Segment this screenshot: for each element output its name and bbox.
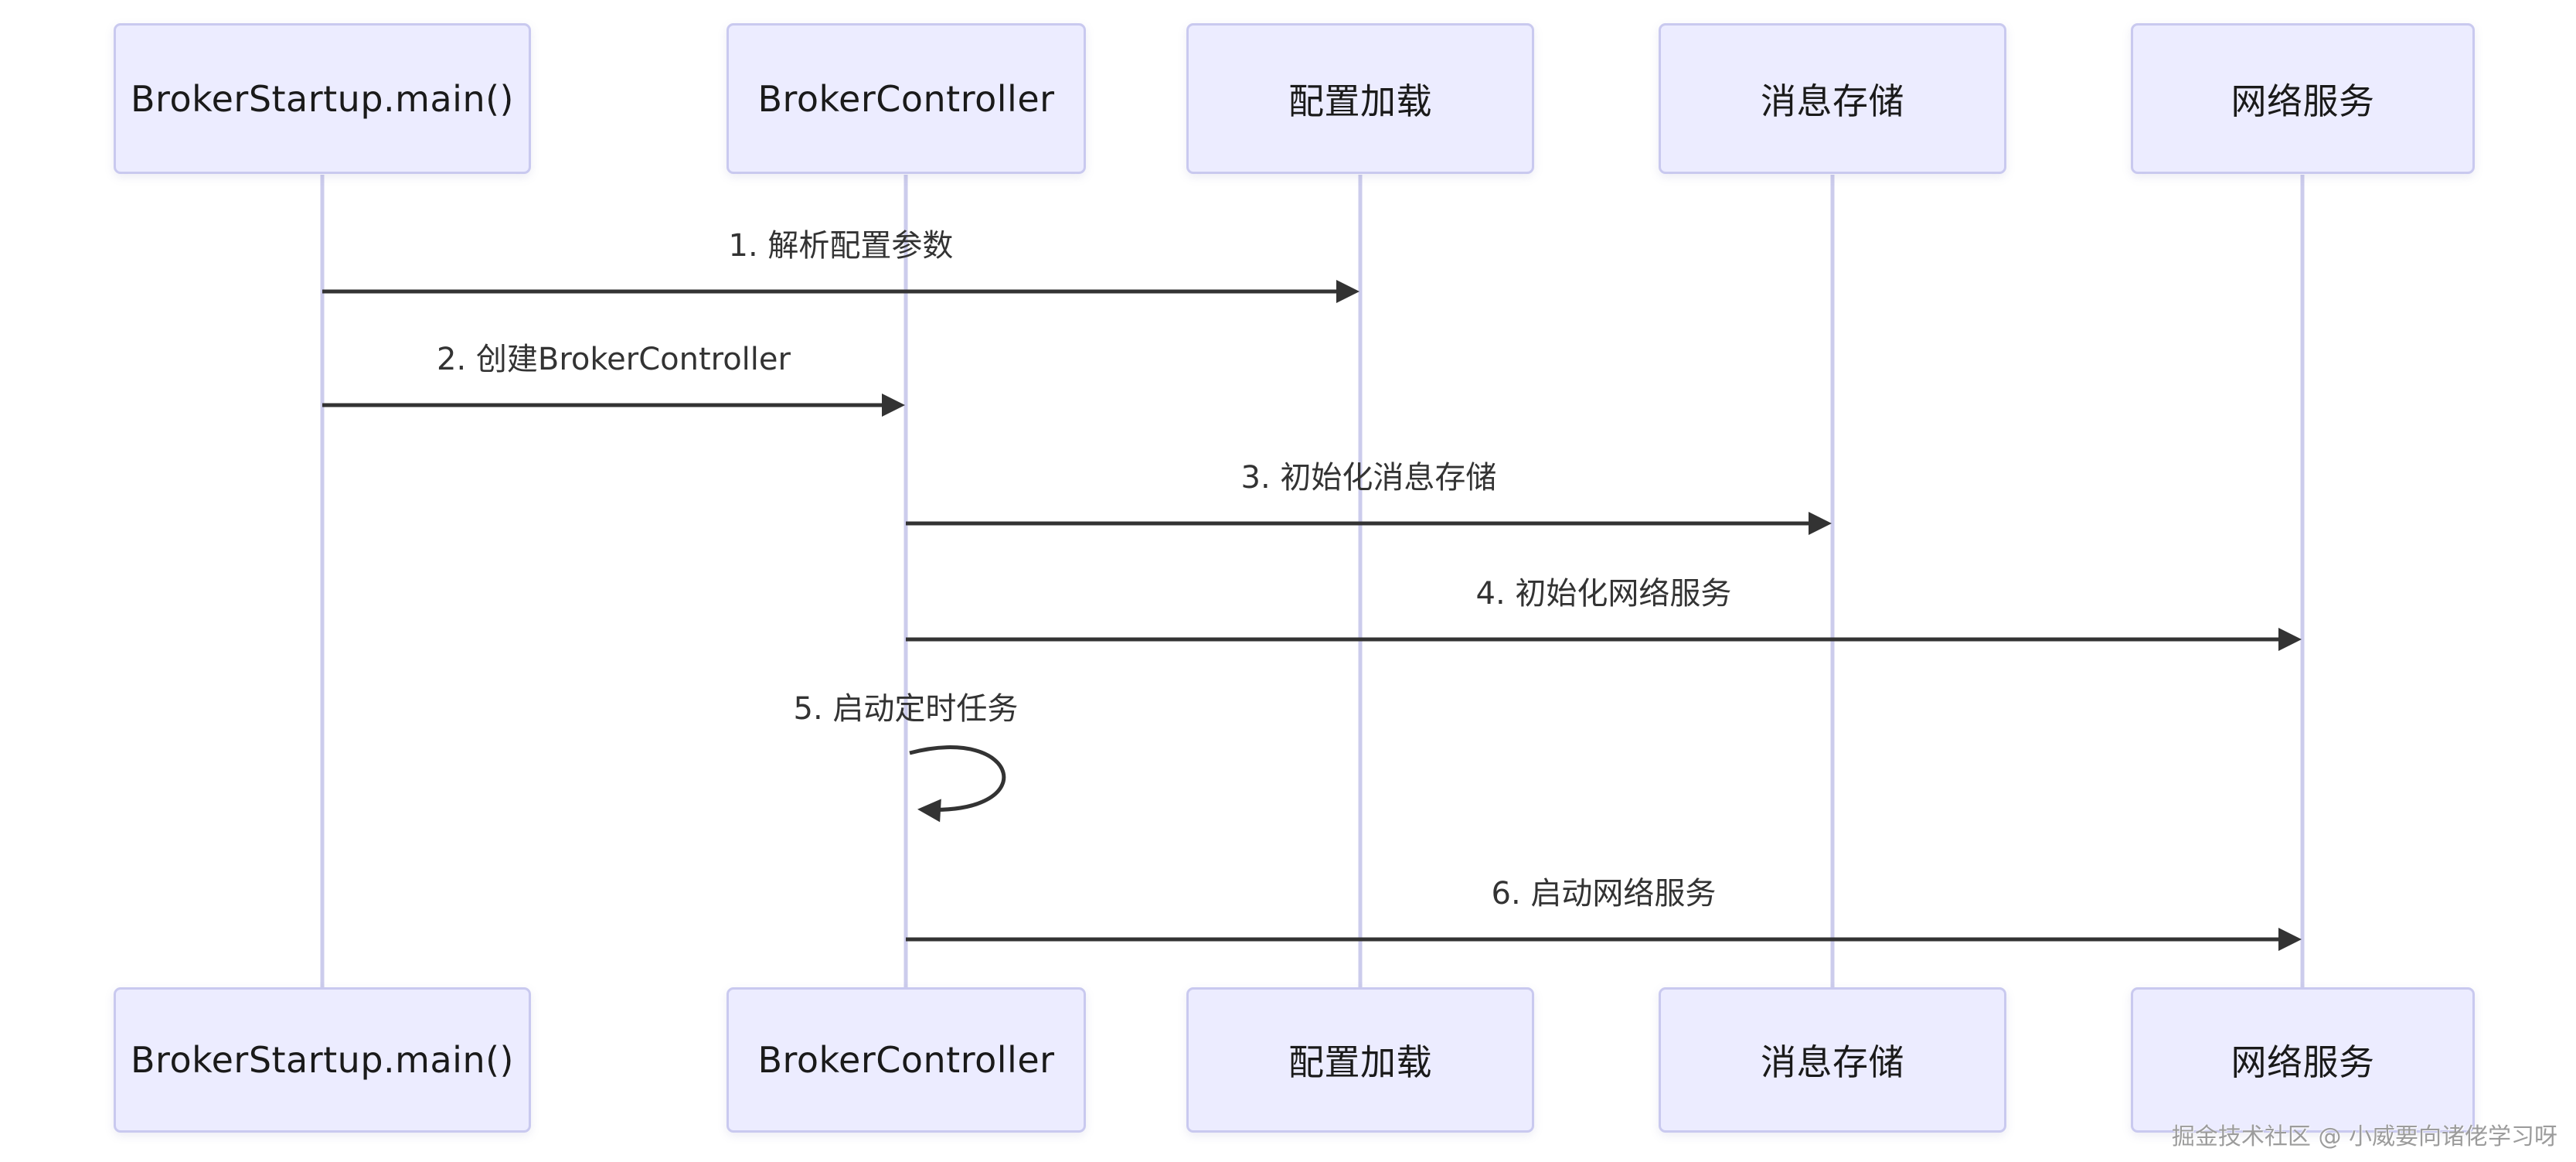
watermark-text: 掘金技术社区 @ 小威要向诸佬学习呀: [2171, 1123, 2557, 1150]
message-label-4: 4. 初始化网络服务: [1475, 576, 1732, 612]
actor-bottom-broker-startup: BrokerStartup.main(): [114, 987, 531, 1133]
message-label-3: 3. 初始化消息存储: [1240, 460, 1497, 496]
actor-label: 配置加载: [1288, 1041, 1432, 1083]
actor-top-broker-controller: BrokerController: [727, 23, 1086, 174]
message-label-1: 1. 解析配置参数: [728, 228, 954, 264]
actor-top-config-loader: 配置加载: [1186, 23, 1534, 174]
actor-label: BrokerController: [757, 77, 1055, 120]
message-arrow-5-self-loop: [909, 745, 1006, 823]
message-label-6: 6. 启动网络服务: [1491, 876, 1717, 912]
actor-top-broker-startup: BrokerStartup.main(): [114, 23, 531, 174]
actor-label: 网络服务: [2231, 1041, 2375, 1083]
actor-label: BrokerStartup.main(): [131, 1039, 514, 1081]
actor-bottom-network-service: 网络服务: [2131, 987, 2475, 1133]
actor-label: BrokerController: [757, 1039, 1055, 1081]
message-label-5: 5. 启动定时任务: [793, 691, 1019, 727]
actor-label: 配置加载: [1288, 80, 1432, 122]
message-label-2: 2. 创建BrokerController: [437, 342, 791, 377]
actor-label: 消息存储: [1761, 1041, 1904, 1083]
actor-bottom-config-loader: 配置加载: [1186, 987, 1534, 1133]
actor-top-network-service: 网络服务: [2131, 23, 2475, 174]
actor-bottom-message-store: 消息存储: [1659, 987, 2006, 1133]
actor-top-message-store: 消息存储: [1659, 23, 2006, 174]
actor-label: 网络服务: [2231, 80, 2375, 122]
actor-label: BrokerStartup.main(): [131, 77, 514, 120]
actor-label: 消息存储: [1761, 80, 1904, 122]
actor-bottom-broker-controller: BrokerController: [727, 987, 1086, 1133]
